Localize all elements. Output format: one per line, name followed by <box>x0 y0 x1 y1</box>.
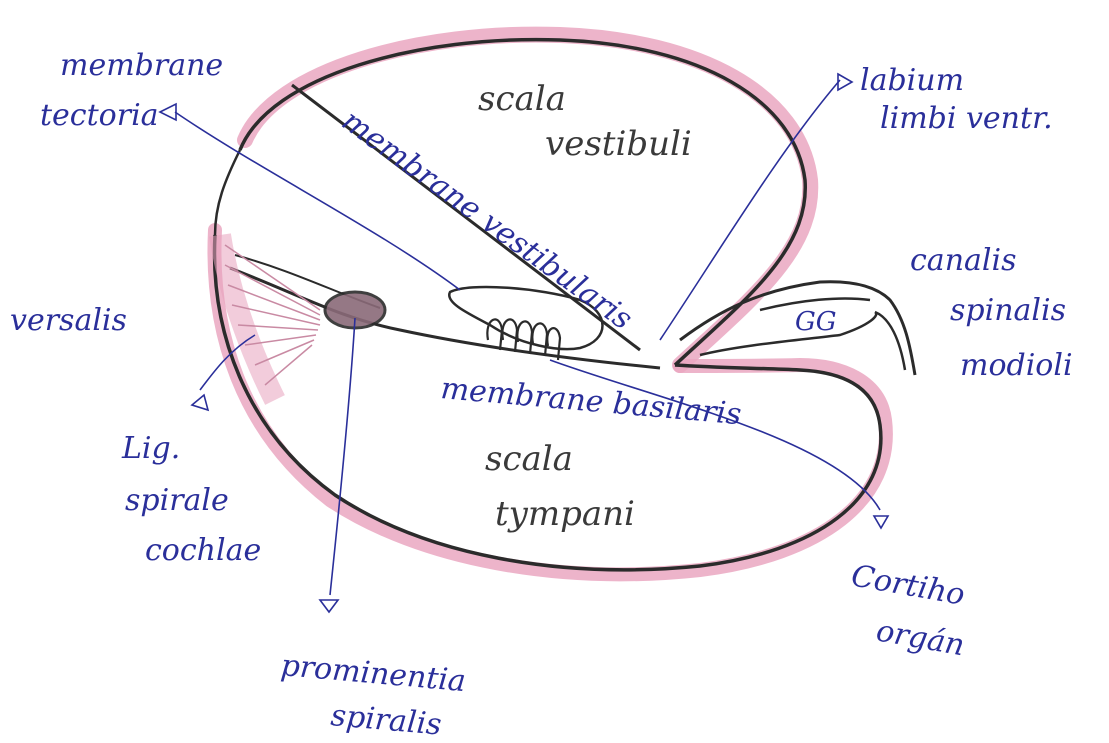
label-lig-2: spirale <box>125 483 229 518</box>
modiolus-canal-inner <box>699 310 907 371</box>
label-canalis-1: canalis <box>910 243 1016 278</box>
modiolus-canal-lower <box>759 297 871 312</box>
label-labium-2: limbi ventr. <box>880 101 1053 136</box>
label-scala-tympani-2: tympani <box>495 494 635 534</box>
label-cortiho-2: orgán <box>874 613 968 663</box>
label-lig-3: cochlae <box>145 533 261 568</box>
scala-vestibuli-outline <box>238 37 807 367</box>
label-canalis-2: spinalis <box>950 293 1066 328</box>
leader-labium <box>659 79 841 341</box>
label-membrane-basilaris: membrane basilaris <box>439 371 742 432</box>
label-scala-vestibuli-2: vestibuli <box>545 124 692 164</box>
leader-prominentia <box>329 317 356 596</box>
membrane-vestibularis-line <box>291 83 641 352</box>
hair-cells <box>486 318 562 361</box>
label-versalis: versalis <box>10 303 127 338</box>
leader-tectoria <box>174 111 461 291</box>
label-gg: GG <box>795 307 837 337</box>
scala-tympani-outline <box>212 234 883 572</box>
arrowhead-prominentia <box>318 599 340 614</box>
label-membrane-tectoria-2: tectoria <box>40 98 159 133</box>
arrowhead-labium <box>837 72 854 92</box>
label-labium-1: labium <box>860 63 964 98</box>
leader-lig-spirale <box>199 334 256 391</box>
modiolus-canal-outline <box>679 280 917 376</box>
label-canalis-3: modioli <box>960 348 1073 383</box>
arrowhead-cortiho <box>872 515 890 530</box>
label-cortiho-1: Cortiho <box>849 558 968 612</box>
label-prominentia-2: spiralis <box>329 698 443 743</box>
leader-cortiho <box>549 359 881 511</box>
label-prominentia-1: prominentia <box>279 648 467 699</box>
tectorial-membrane-shape <box>448 285 604 351</box>
arrowhead-lig-spirale <box>190 393 210 412</box>
label-scala-tympani-1: scala <box>485 439 573 479</box>
arrowhead-tectoria <box>158 102 177 122</box>
label-lig-1: Lig. <box>121 431 180 466</box>
label-membrane-tectoria-1: membrane <box>60 48 223 83</box>
basilar-membrane-line <box>229 266 661 370</box>
label-scala-vestibuli-1: scala <box>478 79 566 119</box>
scala-tympani-wall-pink <box>207 223 893 582</box>
spiral-ligament-fan <box>209 233 321 405</box>
scala-vestibuli-wall-pink <box>237 26 819 373</box>
inner-wall-line <box>213 149 242 236</box>
